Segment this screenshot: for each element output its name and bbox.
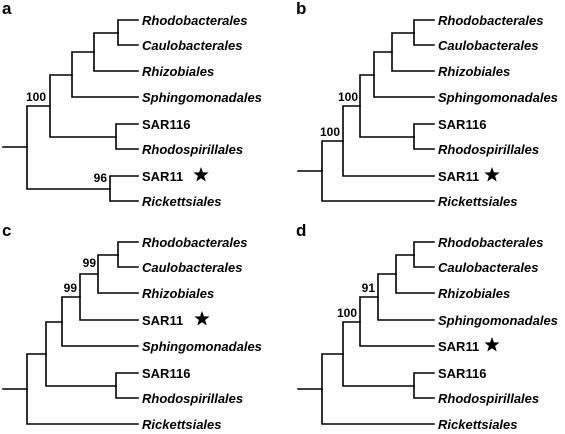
taxon-label: Rhodospirillales [142, 391, 243, 406]
star-icon [484, 337, 500, 352]
panel-letter-c: c [2, 221, 11, 240]
star-icon [194, 311, 210, 326]
panel-c: c 99 99 Rhodobacterales Caulobacterales … [2, 221, 262, 432]
taxon-label: SAR116 [438, 366, 486, 381]
panel-letter-b: b [296, 0, 306, 18]
support-value: 91 [362, 281, 376, 295]
taxon-label: Rhodobacterales [438, 235, 543, 250]
taxon-label: Sphingomonadales [142, 339, 262, 354]
panel-letter-d: d [296, 221, 306, 240]
tree-a-labels: Rhodobacterales Caulobacterales Rhizobia… [142, 13, 262, 209]
taxon-label: SAR116 [438, 117, 486, 132]
tree-a-branches [2, 19, 139, 202]
panel-a: a 100 96 Rhodobacterales Caulobacterales… [2, 0, 262, 209]
panel-d: d 91 100 Rhodobacterales Caulobacterales… [296, 221, 558, 432]
taxon-label: Rhodospirillales [438, 142, 539, 157]
taxon-label: SAR11 [438, 169, 479, 184]
panel-letter-a: a [2, 0, 12, 18]
taxon-label: Caulobacterales [142, 38, 242, 53]
support-value: 100 [338, 90, 358, 104]
star-icon [193, 167, 209, 182]
tree-d-labels: Rhodobacterales Caulobacterales Rhizobia… [438, 235, 558, 432]
tree-c-branches [2, 241, 139, 425]
taxon-label: Rhizobiales [142, 286, 214, 301]
taxon-label: SAR11 [142, 313, 183, 328]
support-value: 96 [94, 171, 108, 185]
taxon-label: Caulobacterales [438, 260, 538, 275]
taxon-label: Rhodospirillales [142, 142, 243, 157]
tree-d-branches [297, 241, 435, 425]
tree-b-branches [297, 19, 435, 202]
support-value: 99 [83, 256, 97, 270]
taxon-label: Sphingomonadales [438, 313, 558, 328]
taxon-label: Rhodospirillales [438, 391, 539, 406]
taxon-label: SAR116 [142, 117, 190, 132]
support-value: 100 [26, 90, 46, 104]
taxon-label: Sphingomonadales [438, 90, 558, 105]
taxon-label: Rickettsiales [142, 194, 222, 209]
taxon-label: Rickettsiales [438, 194, 518, 209]
taxon-label: Rhizobiales [438, 64, 510, 79]
taxon-label: SAR11 [142, 169, 183, 184]
taxon-label: Rhodobacterales [438, 13, 543, 28]
support-value: 100 [320, 125, 340, 139]
taxon-label: Rickettsiales [438, 417, 518, 432]
taxon-label: Rhodobacterales [142, 13, 247, 28]
taxon-label: Rhizobiales [438, 286, 510, 301]
taxon-label: SAR11 [438, 339, 479, 354]
taxon-label: SAR116 [142, 366, 190, 381]
taxon-label: Rhizobiales [142, 64, 214, 79]
star-icon [484, 167, 500, 182]
panel-b: b 100 100 Rhodobacterales Caulobacterale… [296, 0, 558, 209]
support-value: 99 [64, 281, 78, 295]
tree-c-labels: Rhodobacterales Caulobacterales Rhizobia… [142, 235, 262, 432]
support-value: 100 [337, 306, 357, 320]
taxon-label: Sphingomonadales [142, 90, 262, 105]
taxon-label: Rhodobacterales [142, 235, 247, 250]
tree-b-labels: Rhodobacterales Caulobacterales Rhizobia… [438, 13, 558, 209]
taxon-label: Caulobacterales [142, 260, 242, 275]
taxon-label: Rickettsiales [142, 417, 222, 432]
taxon-label: Caulobacterales [438, 38, 538, 53]
